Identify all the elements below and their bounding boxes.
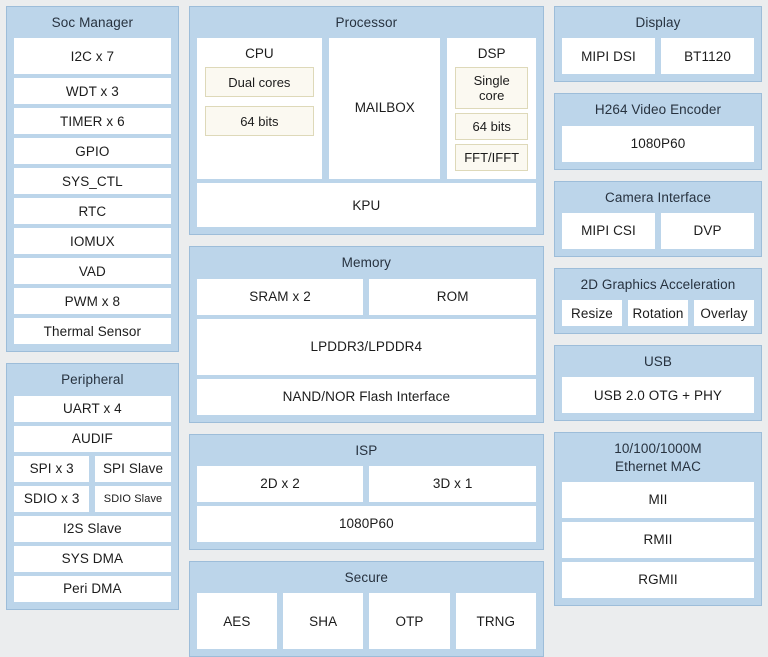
block-pwm[interactable]: PWM x 8: [14, 288, 171, 315]
dsp-spec-list: Single core 64 bits FFT/IFFT: [455, 67, 528, 172]
panel-dsp[interactable]: DSP Single core 64 bits FFT/IFFT: [447, 38, 536, 180]
panel-title-cpu: CPU: [245, 46, 274, 62]
block-lpddr[interactable]: LPDDR3/LPDDR4: [196, 318, 536, 375]
block-wdt[interactable]: WDT x 3: [14, 78, 171, 105]
row-memory-top: SRAM x 2 ROM: [196, 278, 536, 315]
group-usb: USB USB 2.0 OTG + PHY: [553, 345, 763, 422]
group-title-isp: ISP: [355, 442, 378, 458]
group-secure: Secure AES SHA OTP TRNG: [188, 560, 544, 657]
block-i2s-slave[interactable]: I2S Slave: [14, 515, 171, 542]
cpu-spec-list: Dual cores 64 bits: [204, 67, 315, 137]
block-gpio[interactable]: GPIO: [14, 138, 171, 165]
cpu-spec-dual-cores: Dual cores: [204, 67, 315, 98]
block-sdio[interactable]: SDIO x 3: [14, 485, 90, 512]
group-camera-interface: Camera Interface MIPI CSI DVP: [553, 180, 763, 257]
block-sdio-slave[interactable]: SDIO Slave: [95, 485, 171, 512]
group-title-peripheral: Peripheral: [61, 372, 124, 388]
block-audif[interactable]: AUDIF: [14, 425, 171, 452]
group-title-processor: Processor: [335, 15, 398, 30]
block-peri-dma[interactable]: Peri DMA: [14, 575, 171, 602]
block-vad[interactable]: VAD: [14, 258, 171, 285]
group-ethernet-mac: 10/100/1000M Ethernet MAC MII RMII RGMII: [553, 432, 763, 606]
group-title-h264-video-encoder: H264 Video Encoder: [594, 102, 722, 118]
left-column: Soc Manager I2C x 7 WDT x 3 TIMER x 6 GP…: [6, 6, 179, 610]
block-thermal-sensor[interactable]: Thermal Sensor: [14, 318, 171, 345]
row-display: MIPI DSI BT1120: [561, 38, 755, 75]
group-memory: Memory SRAM x 2 ROM LPDDR3/LPDDR4 NAND/N…: [188, 246, 544, 423]
group-title-2d-graphics-acceleration: 2D Graphics Acceleration: [580, 276, 736, 292]
group-isp: ISP 2D x 2 3D x 1 1080P60: [188, 433, 544, 550]
processor-cores-row: CPU Dual cores 64 bits MAILBOX DSP Singl…: [196, 38, 536, 180]
group-h264-video-encoder: H264 Video Encoder 1080P60: [553, 93, 763, 170]
group-title-soc-manager: Soc Manager: [51, 15, 134, 30]
block-mipi-dsi[interactable]: MIPI DSI: [561, 38, 655, 75]
group-2d-graphics-acceleration: 2D Graphics Acceleration Resize Rotation…: [553, 267, 763, 335]
group-title-usb: USB: [643, 354, 673, 370]
block-iomux[interactable]: IOMUX: [14, 228, 171, 255]
row-camera-interface: MIPI CSI DVP: [561, 212, 755, 249]
group-display: Display MIPI DSI BT1120: [553, 6, 763, 83]
block-timer[interactable]: TIMER x 6: [14, 108, 171, 135]
block-sram[interactable]: SRAM x 2: [196, 278, 364, 315]
block-usb-otg-phy[interactable]: USB 2.0 OTG + PHY: [561, 377, 755, 414]
block-uart[interactable]: UART x 4: [14, 395, 171, 422]
block-spi-slave[interactable]: SPI Slave: [95, 455, 171, 482]
block-i2c[interactable]: I2C x 7: [14, 38, 171, 75]
row-secure: AES SHA OTP TRNG: [196, 593, 536, 650]
group-processor: Processor CPU Dual cores 64 bits MAILBOX…: [188, 6, 544, 236]
block-spi[interactable]: SPI x 3: [14, 455, 90, 482]
block-rotation[interactable]: Rotation: [627, 300, 688, 327]
block-trng[interactable]: TRNG: [455, 593, 536, 650]
right-column: Display MIPI DSI BT1120 H264 Video Encod…: [553, 6, 763, 606]
block-kpu[interactable]: KPU: [196, 183, 536, 228]
row-isp-top: 2D x 2 3D x 1: [196, 465, 536, 502]
dsp-spec-fft-ifft: FFT/IFFT: [455, 144, 528, 172]
block-sha[interactable]: SHA: [283, 593, 364, 650]
block-mii[interactable]: MII: [561, 481, 755, 518]
block-bt1120[interactable]: BT1120: [661, 38, 755, 75]
dsp-spec-64-bits: 64 bits: [455, 113, 528, 141]
block-mipi-csi[interactable]: MIPI CSI: [561, 212, 655, 249]
block-rom[interactable]: ROM: [369, 278, 536, 315]
block-resize[interactable]: Resize: [561, 300, 622, 327]
block-otp[interactable]: OTP: [369, 593, 450, 650]
group-peripheral: Peripheral UART x 4 AUDIF SPI x 3 SPI Sl…: [6, 363, 179, 610]
panel-cpu[interactable]: CPU Dual cores 64 bits: [196, 38, 323, 180]
middle-column: Processor CPU Dual cores 64 bits MAILBOX…: [188, 6, 544, 657]
block-sys-dma[interactable]: SYS DMA: [14, 545, 171, 572]
row-spi: SPI x 3 SPI Slave: [14, 455, 171, 482]
block-dvp[interactable]: DVP: [661, 212, 755, 249]
group-title-ethernet-mac: 10/100/1000M Ethernet MAC: [614, 441, 702, 474]
panel-mailbox[interactable]: MAILBOX: [329, 38, 441, 180]
group-title-memory: Memory: [341, 255, 392, 271]
block-rmii[interactable]: RMII: [561, 521, 755, 558]
block-overlay[interactable]: Overlay: [694, 300, 755, 327]
block-isp-1080p60[interactable]: 1080P60: [196, 505, 536, 542]
group-title-display: Display: [635, 15, 681, 30]
row-2d-graphics: Resize Rotation Overlay: [561, 300, 755, 327]
block-rgmii[interactable]: RGMII: [561, 561, 755, 598]
block-isp-3d[interactable]: 3D x 1: [369, 465, 536, 502]
group-title-secure: Secure: [344, 569, 389, 585]
block-isp-2d[interactable]: 2D x 2: [196, 465, 364, 502]
block-h264-1080p60[interactable]: 1080P60: [561, 125, 755, 162]
block-rtc[interactable]: RTC: [14, 198, 171, 225]
block-sys-ctl[interactable]: SYS_CTL: [14, 168, 171, 195]
row-sdio: SDIO x 3 SDIO Slave: [14, 485, 171, 512]
block-nand-nor-flash-interface[interactable]: NAND/NOR Flash Interface: [196, 378, 536, 415]
block-aes[interactable]: AES: [196, 593, 278, 650]
group-soc-manager: Soc Manager I2C x 7 WDT x 3 TIMER x 6 GP…: [6, 6, 179, 353]
cpu-spec-64-bits: 64 bits: [204, 106, 315, 137]
group-title-camera-interface: Camera Interface: [605, 189, 711, 205]
dsp-spec-single-core: Single core: [455, 67, 528, 110]
panel-title-dsp: DSP: [477, 46, 506, 62]
